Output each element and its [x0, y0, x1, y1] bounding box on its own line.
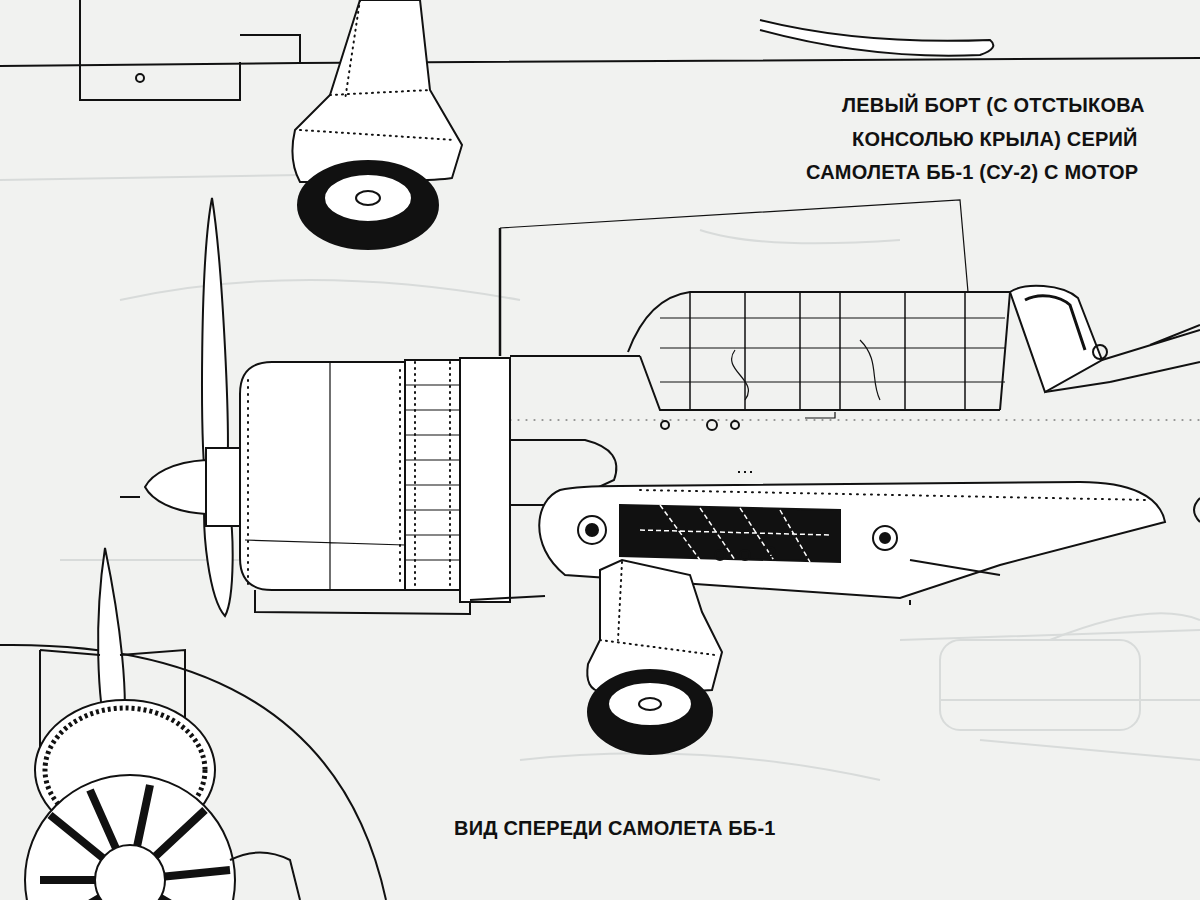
upper-aircraft: [0, 0, 1200, 249]
front-view: [0, 548, 386, 900]
heading-line: КОНСОЛЬЮ КРЫЛА) СЕРИЙ: [850, 128, 1140, 150]
heading-line: ЛЕВЫЙ БОРТ (С ОТСТЫКОВА: [840, 94, 1147, 116]
heading-line: САМОЛЕТА ББ-1 (СУ-2) С МОТОР: [804, 161, 1140, 183]
main-aircraft: [120, 198, 1200, 754]
background-lines: [0, 175, 1200, 780]
view-caption: ВИД СПЕРЕДИ САМОЛЕТА ББ-1: [452, 817, 778, 839]
